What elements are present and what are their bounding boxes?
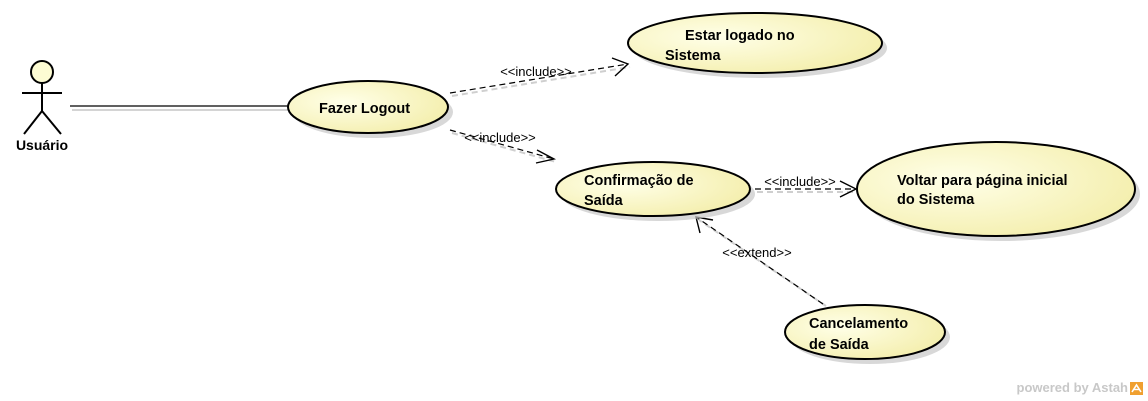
astah-logo-icon <box>1130 382 1143 395</box>
include-relation-estar-logado: <<include>> <box>449 57 631 97</box>
svg-text:Confirmação de Saída: Confirmação de Saída <box>584 173 698 209</box>
usecase-label: Fazer Logout <box>319 101 410 117</box>
svg-text:Voltar para página inicial: Voltar para página inicial do Sistema <box>897 173 1072 208</box>
usecase-estar-logado[interactable]: Estar logado no Sistema <box>627 12 887 78</box>
usecase-label: de Saída <box>809 337 870 353</box>
actor-label: Usuário <box>16 137 68 153</box>
svg-text:Estar logado no Sistema: Estar logado no Sistema <box>665 28 799 64</box>
usecase-confirmacao-saida[interactable]: Confirmação de Saída <box>555 161 755 221</box>
usecase-label: Voltar para página inicial <box>897 173 1068 189</box>
usecase-fazer-logout[interactable]: Fazer Logout <box>287 80 453 138</box>
include-relation-confirmacao: <<include>> <box>449 129 557 164</box>
usecase-voltar-pagina-inicial[interactable]: Voltar para página inicial do Sistema <box>856 141 1140 241</box>
usecase-label: Cancelamento <box>809 316 908 332</box>
usecase-label: Estar logado no <box>685 28 795 44</box>
extend-label: <<extend>> <box>722 245 791 260</box>
usecase-label: Confirmação de <box>584 173 694 189</box>
include-label: <<include>> <box>764 174 836 189</box>
include-label: <<include>> <box>500 64 572 79</box>
include-label: <<include>> <box>464 130 536 145</box>
association-line <box>70 105 290 111</box>
powered-by-watermark: powered by Astah <box>1016 380 1128 395</box>
usecase-label: Sistema <box>665 48 722 64</box>
usecase-label: do Sistema <box>897 192 975 208</box>
svg-text:Fazer Logout: Fazer Logout <box>319 101 410 117</box>
extend-relation-cancelamento: <<extend>> <box>695 216 827 307</box>
usecase-label: Saída <box>584 193 624 209</box>
include-relation-voltar: <<include>> <box>755 174 858 198</box>
usecase-cancelamento-saida[interactable]: Cancelamento de Saída <box>784 304 950 364</box>
svg-text:Cancelamento de Saída: Cancelamento de Saída <box>809 316 912 353</box>
actor-usuario[interactable]: Usuário <box>16 60 68 153</box>
